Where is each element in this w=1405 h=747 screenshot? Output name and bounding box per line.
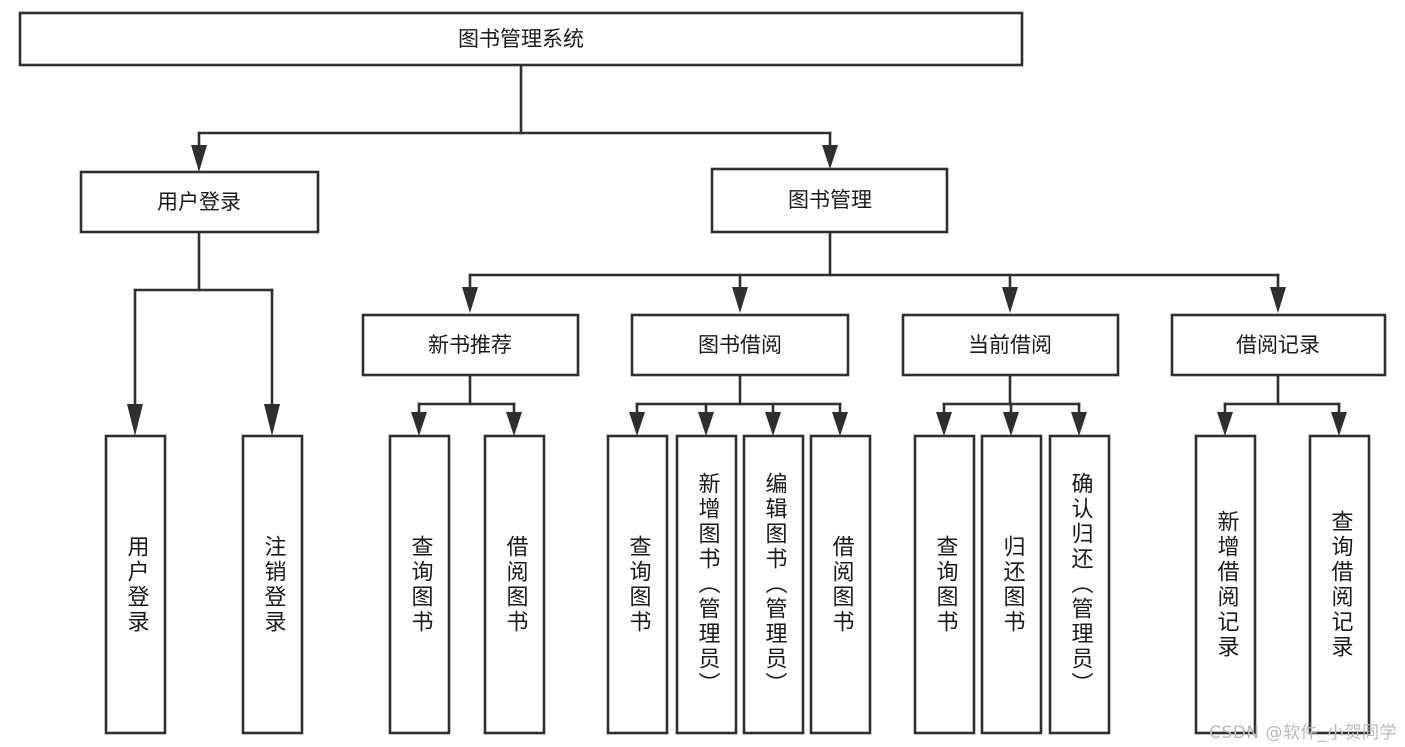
leaf-box-add-book[interactable] <box>675 434 738 735</box>
leaf-box-query-book-3[interactable] <box>913 434 976 735</box>
leaf-box-query-book-1[interactable] <box>388 434 451 735</box>
leaf-box-borrow-book-2[interactable] <box>809 434 872 735</box>
connector-root-to-level2 <box>191 63 838 172</box>
node-new-book-recommend[interactable]: 新书推荐 <box>361 313 580 377</box>
connector-bookmgmt-to-level3 <box>462 230 1286 313</box>
node-user-login-label: 用户登录 <box>157 190 241 214</box>
node-book-borrow[interactable]: 图书借阅 <box>630 313 850 377</box>
node-new-book-recommend-label: 新书推荐 <box>428 333 512 357</box>
node-root-label: 图书管理系统 <box>458 27 584 51</box>
leaf-box-query-book-2[interactable] <box>606 434 669 735</box>
leaf-box-logout-login[interactable] <box>241 434 304 735</box>
leaf-box-confirm-return[interactable] <box>1048 434 1111 735</box>
connector-currentborrow-to-leaves <box>936 373 1087 436</box>
connector-userlogin-to-leaves <box>127 230 280 436</box>
leaf-box-return-book[interactable] <box>980 434 1043 735</box>
node-current-borrow-label: 当前借阅 <box>968 333 1052 357</box>
connector-borrowrecord-to-leaves <box>1217 373 1347 436</box>
node-borrow-record-label: 借阅记录 <box>1236 333 1320 357</box>
node-borrow-record[interactable]: 借阅记录 <box>1170 313 1387 377</box>
leaf-box-query-record[interactable] <box>1308 434 1371 735</box>
leaf-box-borrow-book-1[interactable] <box>483 434 546 735</box>
node-user-login[interactable]: 用户登录 <box>79 170 320 234</box>
leaf-box-edit-book[interactable] <box>742 434 805 735</box>
connector-newbook-to-leaves <box>411 373 522 436</box>
node-book-borrow-label: 图书借阅 <box>698 333 782 357</box>
node-book-management-label: 图书管理 <box>788 188 872 212</box>
leaf-box-add-record[interactable] <box>1194 434 1257 735</box>
node-root[interactable]: 图书管理系统 <box>18 11 1024 67</box>
connector-bookborrow-to-leaves <box>629 373 848 436</box>
node-current-borrow[interactable]: 当前借阅 <box>901 313 1120 377</box>
node-book-management[interactable]: 图书管理 <box>710 167 949 234</box>
leaf-box-user-login[interactable] <box>104 434 167 735</box>
csdn-watermark: CSDN @软件_小贺同学 <box>1209 723 1397 743</box>
